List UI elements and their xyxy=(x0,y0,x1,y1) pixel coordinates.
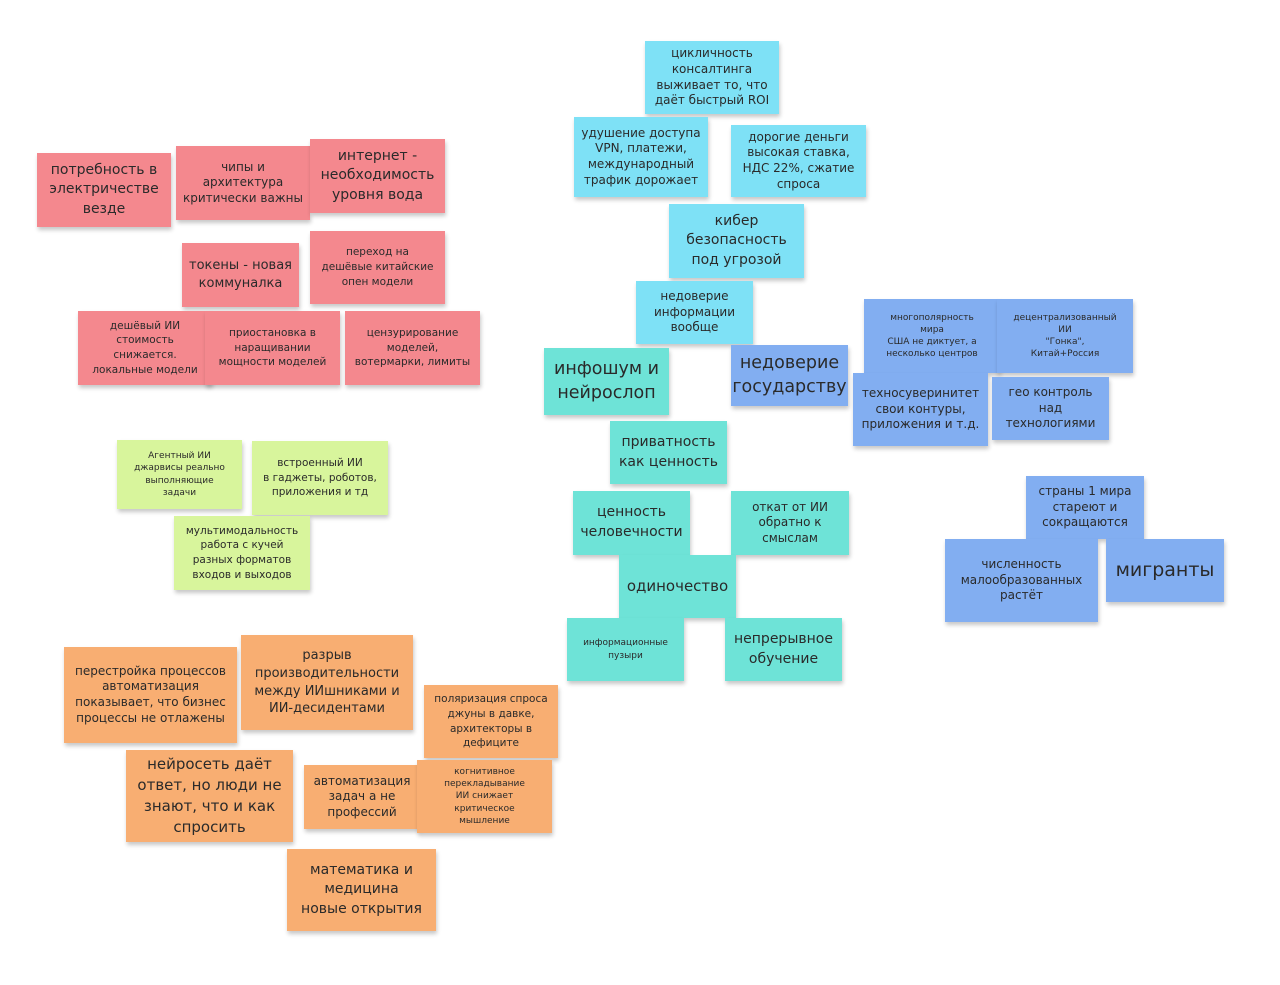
sticky-note-info-distrust[interactable]: недоверие информации вообще xyxy=(636,281,753,344)
sticky-note-how-to-ask[interactable]: нейросеть даёт ответ, но люди не знают, … xyxy=(126,750,293,842)
sticky-note-tech-sovereignty[interactable]: техносуверинитет свои контуры, приложени… xyxy=(853,373,988,446)
sticky-note-infonoise[interactable]: инфошум и нейрослоп xyxy=(544,348,669,415)
sticky-note-capacity-pause[interactable]: приостановка в наращивании мощности моде… xyxy=(205,311,340,385)
sticky-note-embedded-ai[interactable]: встроенный ИИ в гаджеты, роботов, прилож… xyxy=(252,441,388,515)
sticky-note-cybersecurity[interactable]: кибер безопасность под угрозой xyxy=(669,204,804,278)
sticky-note-multimodality[interactable]: мультимодальность работа с кучей разных … xyxy=(174,516,310,590)
sticky-note-task-automation[interactable]: автоматизация задач а не профессий xyxy=(304,765,420,829)
sticky-note-electricity[interactable]: потребность в электричестве везде xyxy=(37,153,171,227)
sticky-note-info-bubbles[interactable]: информационные пузыри xyxy=(567,618,684,681)
sticky-note-access-strangulation[interactable]: удушение доступа VPN, платежи, междунаро… xyxy=(574,117,708,197)
sticky-note-tokens[interactable]: токены - новая коммуналка xyxy=(182,243,299,307)
sticky-note-process-rebuild[interactable]: перестройка процессов автоматизация пока… xyxy=(64,647,237,743)
sticky-note-humanity-value[interactable]: ценность человечности xyxy=(573,491,690,555)
sticky-note-continuous-learning[interactable]: непрерывное обучение xyxy=(725,618,842,681)
sticky-note-privacy[interactable]: приватность как ценность xyxy=(610,421,727,484)
sticky-note-ai-rollback[interactable]: откат от ИИ обратно к смыслам xyxy=(731,491,849,555)
sticky-note-demand-polarization[interactable]: поляризация спроса джуны в давке, архите… xyxy=(424,685,558,758)
sticky-note-multipolarity[interactable]: многополярность мира США не диктует, а н… xyxy=(864,299,1000,373)
sticky-note-cheap-ai[interactable]: дешёвый ИИ стоимость снижается. локальны… xyxy=(78,311,212,385)
sticky-note-agentic-ai[interactable]: Агентный ИИ джарвисы реально выполняющие… xyxy=(117,440,242,509)
sticky-note-censorship[interactable]: цензурирование моделей, вотермарки, лими… xyxy=(345,311,480,385)
sticky-note-uneducated-growth[interactable]: численность малообразованных растёт xyxy=(945,539,1098,622)
sticky-note-decentralized-ai[interactable]: децентрализованный ИИ "Гонка", Китай+Рос… xyxy=(997,299,1133,373)
sticky-note-aging-countries[interactable]: страны 1 мира стареют и сокращаются xyxy=(1026,476,1144,539)
sticky-note-cognitive-offloading[interactable]: когнитивное перекладывание ИИ снижает кр… xyxy=(417,760,552,833)
sticky-note-chinese-models[interactable]: переход на дешёвые китайские опен модели xyxy=(310,231,445,304)
sticky-note-consulting-cycle[interactable]: цикличность консалтинга выживает то, что… xyxy=(645,41,779,114)
sticky-note-chips[interactable]: чипы и архитектура критически важны xyxy=(176,146,310,220)
sticky-note-state-distrust[interactable]: недоверие государству xyxy=(731,345,848,406)
sticky-note-internet[interactable]: интернет - необходимость уровня вода xyxy=(310,139,445,213)
sticky-note-expensive-money[interactable]: дорогие деньги высокая ставка, НДС 22%, … xyxy=(731,125,866,197)
sticky-note-productivity-gap[interactable]: разрыв производительности между ИИшникам… xyxy=(241,635,413,730)
sticky-note-math-medicine[interactable]: математика и медицина новые открытия xyxy=(287,849,436,931)
sticky-note-migrants[interactable]: мигранты xyxy=(1106,539,1224,602)
sticky-note-loneliness[interactable]: одиночество xyxy=(619,555,736,618)
sticky-note-geo-control[interactable]: гео контроль над технологиями xyxy=(992,377,1109,440)
